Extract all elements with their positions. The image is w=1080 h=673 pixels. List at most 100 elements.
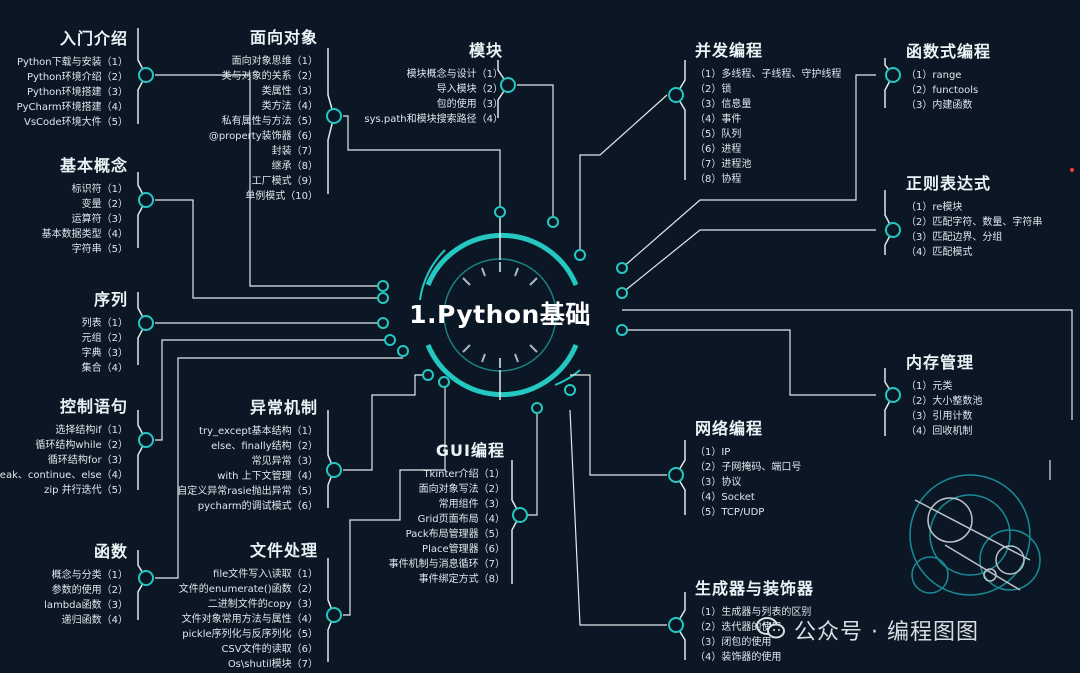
list-item: （1）多线程、子线程、守护线程: [695, 69, 842, 80]
gear-decoration: [909, 474, 1041, 596]
item-list: 列表（1）元组（2）字典（3）集合（4）: [82, 316, 128, 376]
list-item: 列表（1）: [81, 318, 128, 329]
list-item: lambda函数（3）: [44, 600, 128, 611]
list-item: 参数的使用（2）: [51, 585, 128, 596]
list-item: 类属性（3）: [261, 86, 318, 97]
section-title: 函数式编程: [906, 42, 992, 61]
section-exceptions: 异常机制 try_except基本结构（1）else、finally结构（2）常…: [177, 394, 318, 514]
section-title: 面向对象: [249, 28, 318, 47]
list-item: 私有属性与方法（5）: [221, 116, 318, 127]
item-list: 概念与分类（1） 参数的使用（2） lambda函数（3） 递归函数（4）: [44, 568, 128, 628]
list-item: （3）匹配边界、分组: [906, 232, 1003, 243]
list-item: break、continue、else（4）: [0, 470, 128, 481]
list-item: Python环境搭建（3）: [26, 87, 128, 98]
list-item: 字符串（5）: [71, 244, 128, 255]
item-list: 标识符（1）变量（2）运算符（3）基本数据类型（4）字符串（5）: [42, 182, 128, 257]
section-control: 控制语句 选择结构if（1）循环结构while（2）循环结构for（3）brea…: [0, 393, 128, 498]
list-item: VsCode环境大件（5）: [23, 117, 128, 128]
list-item: （2）functools: [906, 85, 979, 96]
section-concurrency: 并发编程 （1）多线程、子线程、守护线程（2）锁（3）信息量（4）事件（5）队列…: [695, 37, 841, 187]
section-memory: 内存管理 （1）元类（2）大小整数池（3）引用计数（4）回收机制: [906, 349, 982, 439]
section-title: 并发编程: [695, 41, 764, 60]
list-item: （2）子网掩码、端口号: [695, 462, 802, 473]
list-item: try_except基本结构（1）: [199, 426, 318, 437]
list-item: （1）range: [906, 70, 962, 81]
list-item: （5）队列: [695, 129, 742, 140]
section-title: 基本概念: [59, 156, 128, 175]
list-item: （6）进程: [695, 144, 742, 155]
list-item: sys.path和模块搜索路径（4）: [364, 114, 503, 125]
connector-paths: [155, 74, 1073, 626]
list-item: CSV文件的读取（6）: [221, 644, 318, 655]
item-list: try_except基本结构（1）else、finally结构（2）常见异常（3…: [177, 424, 318, 514]
list-item: （3）信息量: [695, 99, 752, 110]
list-item: （5）TCP/UDP: [695, 507, 765, 518]
item-list: 面向对象思维（1） 类与对象的关系（2） 类属性（3） 类方法（4） 私有属性与方法（5…: [209, 54, 318, 204]
item-list: Tkinter介绍（1）面向对象写法（2）常用组件（3）Grid页面布局（4）P…: [389, 467, 505, 587]
list-item: 运算符（3）: [71, 214, 128, 225]
list-item: （3）闭包的使用: [695, 637, 772, 648]
list-item: Tkinter介绍（1）: [423, 469, 505, 480]
item-list: （1）range（2）functools（3）内建函数: [906, 68, 991, 113]
section-functional: 函数式编程 （1）range（2）functools（3）内建函数: [906, 38, 991, 113]
section-title: 网络编程: [695, 419, 764, 438]
section-title: 序列: [93, 290, 128, 309]
section-intro: 入门介绍 Python下载与安装（1）Python环境介绍（2）Python环境…: [17, 25, 128, 130]
item-list: （1）元类（2）大小整数池（3）引用计数（4）回收机制: [906, 379, 982, 439]
list-item: （2）大小整数池: [906, 396, 983, 407]
watermark-text: 公众号 · 编程图图: [794, 620, 979, 645]
list-item: Pack布局管理器（5）: [405, 529, 505, 540]
list-item: 递归函数（4）: [61, 615, 128, 626]
connector-nodes: [138, 67, 1074, 633]
list-item: 导入模块（2）: [436, 84, 503, 95]
section-title: 异常机制: [249, 398, 318, 417]
center-emblem: [419, 215, 581, 400]
list-item: 事件机制与消息循环（7）: [388, 559, 505, 570]
list-item: （3）协议: [695, 477, 742, 488]
list-item: Python环境介绍（2）: [26, 72, 128, 83]
list-item: Place管理器（6）: [422, 544, 505, 555]
list-item: 工厂模式（9）: [251, 176, 318, 187]
list-item: （1）IP: [695, 447, 731, 458]
list-item: file文件写入\读取（1）: [213, 569, 318, 580]
list-item: （4）匹配模式: [906, 247, 973, 258]
list-item: 变量（2）: [81, 199, 128, 210]
section-title: 内存管理: [906, 353, 975, 372]
list-item: 包的使用（3）: [436, 99, 503, 110]
watermark: 公众号 · 编程图图: [750, 610, 1060, 650]
item-list: （1）生成器与列表的区别（2）迭代器的使用（3）闭包的使用（4）装饰器的使用: [695, 605, 814, 665]
list-item: 类与对象的关系（2）: [221, 71, 318, 82]
section-title: 控制语句: [59, 397, 128, 416]
list-item: 概念与分类（1）: [51, 570, 128, 581]
list-item: with 上下文管理（4）: [217, 471, 318, 482]
item-list: （1）IP（2）子网掩码、端口号（3）协议（4）Socket（5）TCP/UDP: [695, 445, 801, 520]
list-item: 常用组件（3）: [438, 499, 505, 510]
section-title: 入门介绍: [59, 29, 128, 48]
list-item: 二进制文件的copy（3）: [207, 599, 318, 610]
item-list: 模块概念与设计（1）导入模块（2）包的使用（3）sys.path和模块搜索路径（…: [364, 67, 503, 127]
item-list: （1）re模块（2）匹配字符、数量、字符串（3）匹配边界、分组（4）匹配模式: [906, 200, 1042, 260]
list-item: （1）元类: [906, 381, 953, 392]
item-list: （1）多线程、子线程、守护线程（2）锁（3）信息量（4）事件（5）队列（6）进程…: [695, 67, 841, 187]
section-title: 函数: [93, 542, 128, 561]
list-item: 选择结构if（1）: [55, 425, 128, 436]
list-item: 面向对象思维（1）: [231, 56, 318, 67]
list-item: 字典（3）: [81, 348, 128, 359]
list-item: pickle序列化与反序列化（5）: [182, 629, 318, 640]
list-item: Os\shutil模块（7）: [227, 659, 318, 670]
list-item: （2）锁: [695, 84, 732, 95]
list-item: （8）协程: [695, 174, 742, 185]
list-item: 面向对象写法（2）: [418, 484, 505, 495]
section-modules: 模块 模块概念与设计（1）导入模块（2）包的使用（3）sys.path和模块搜索…: [364, 37, 503, 127]
list-item: 类方法（4）: [261, 101, 318, 112]
section-oop: 面向对象 面向对象思维（1） 类与对象的关系（2） 类属性（3） 类方法（4） 私有属性…: [209, 24, 318, 204]
section-title: 正则表达式: [906, 174, 992, 193]
wechat-icon: [756, 617, 785, 639]
list-item: 自定义异常rasie抛出异常（5）: [177, 486, 318, 497]
list-item: pycharm的调试模式（6）: [197, 501, 318, 512]
list-item: 元组（2）: [81, 333, 128, 344]
item-list: 选择结构if（1）循环结构while（2）循环结构for（3）break、con…: [0, 423, 128, 498]
list-item: 事件绑定方式（8）: [418, 574, 505, 585]
list-item: PyCharm环境搭建（4）: [16, 102, 128, 113]
